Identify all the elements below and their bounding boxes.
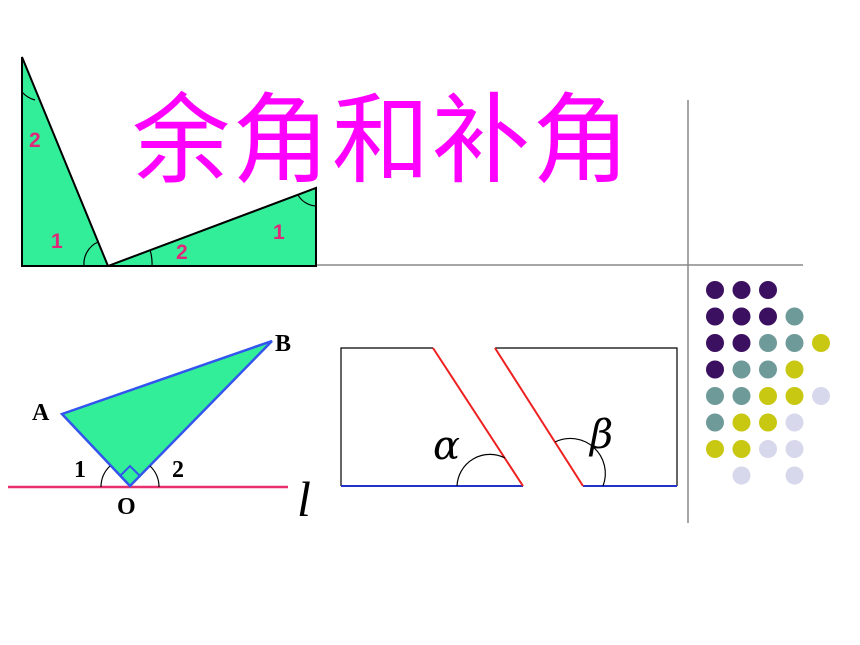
long-right-angle-arc [297, 194, 317, 207]
label-long-right-1: 1 [273, 221, 285, 244]
dot-dark [706, 360, 724, 379]
dot-dark [732, 334, 751, 352]
dot-dark [732, 307, 751, 326]
set-squares-figure: 2 1 2 1 [21, 56, 317, 267]
dot-dark [706, 307, 724, 326]
line-label-l: l [297, 471, 311, 527]
dot-teal [732, 387, 751, 405]
dot-teal [732, 360, 751, 379]
angle-1-arc [100, 465, 111, 488]
dot-lavender [785, 466, 804, 485]
tall-set-square [21, 56, 110, 267]
right-angle-marker [119, 464, 141, 477]
right-piece-outline [495, 347, 678, 486]
alpha-label: α [433, 423, 460, 469]
vertex-label-b: B [275, 331, 291, 357]
triangle-aob [59, 339, 273, 488]
label-long-base-2: 2 [176, 241, 188, 264]
dot-yellow [812, 334, 830, 352]
dot-yellow [732, 413, 751, 432]
dot-teal [759, 360, 777, 379]
dot-lavender [785, 413, 804, 432]
angle-label-2: 2 [172, 457, 184, 483]
dot-dark [732, 281, 751, 299]
right-piece-cut [494, 347, 584, 487]
angle-2-arc [149, 465, 160, 488]
cut-rectangle-figure: α β [340, 347, 678, 487]
dot-teal [785, 334, 804, 352]
vertex-label-a: A [32, 400, 50, 426]
dot-dark [759, 281, 777, 299]
dot-yellow [785, 360, 804, 379]
dot-teal [706, 387, 724, 405]
dot-lavender [812, 387, 830, 405]
left-piece-outline [340, 347, 433, 486]
dot-teal [759, 334, 777, 352]
beta-angle-arc [554, 437, 606, 487]
angle-label-1: 1 [74, 457, 86, 483]
dot-dark [706, 334, 724, 352]
dot-lavender [759, 440, 777, 458]
dot-yellow [759, 387, 777, 405]
dot-dark [759, 307, 777, 326]
decorative-dot-grid [706, 281, 830, 485]
tall-top-angle-arc [21, 91, 36, 101]
tall-base-angle-arc [83, 241, 99, 267]
left-piece-cut [432, 347, 524, 487]
vertex-label-o: O [117, 494, 136, 520]
long-set-square [107, 186, 317, 267]
dot-yellow [785, 387, 804, 405]
dot-teal [706, 413, 724, 432]
dot-yellow [706, 440, 724, 458]
beta-label: β [588, 412, 613, 458]
label-tall-base-1: 1 [51, 230, 63, 253]
dot-yellow [759, 413, 777, 432]
label-tall-top-2: 2 [29, 129, 41, 152]
dot-lavender [732, 466, 751, 485]
alpha-angle-arc [456, 453, 506, 487]
dot-yellow [732, 440, 751, 458]
dot-dark [706, 281, 724, 299]
dot-lavender [785, 440, 804, 458]
long-base-angle-arc [149, 249, 153, 267]
triangle-aob-figure: A B O 1 2 l [8, 331, 311, 527]
dot-teal [785, 307, 804, 326]
